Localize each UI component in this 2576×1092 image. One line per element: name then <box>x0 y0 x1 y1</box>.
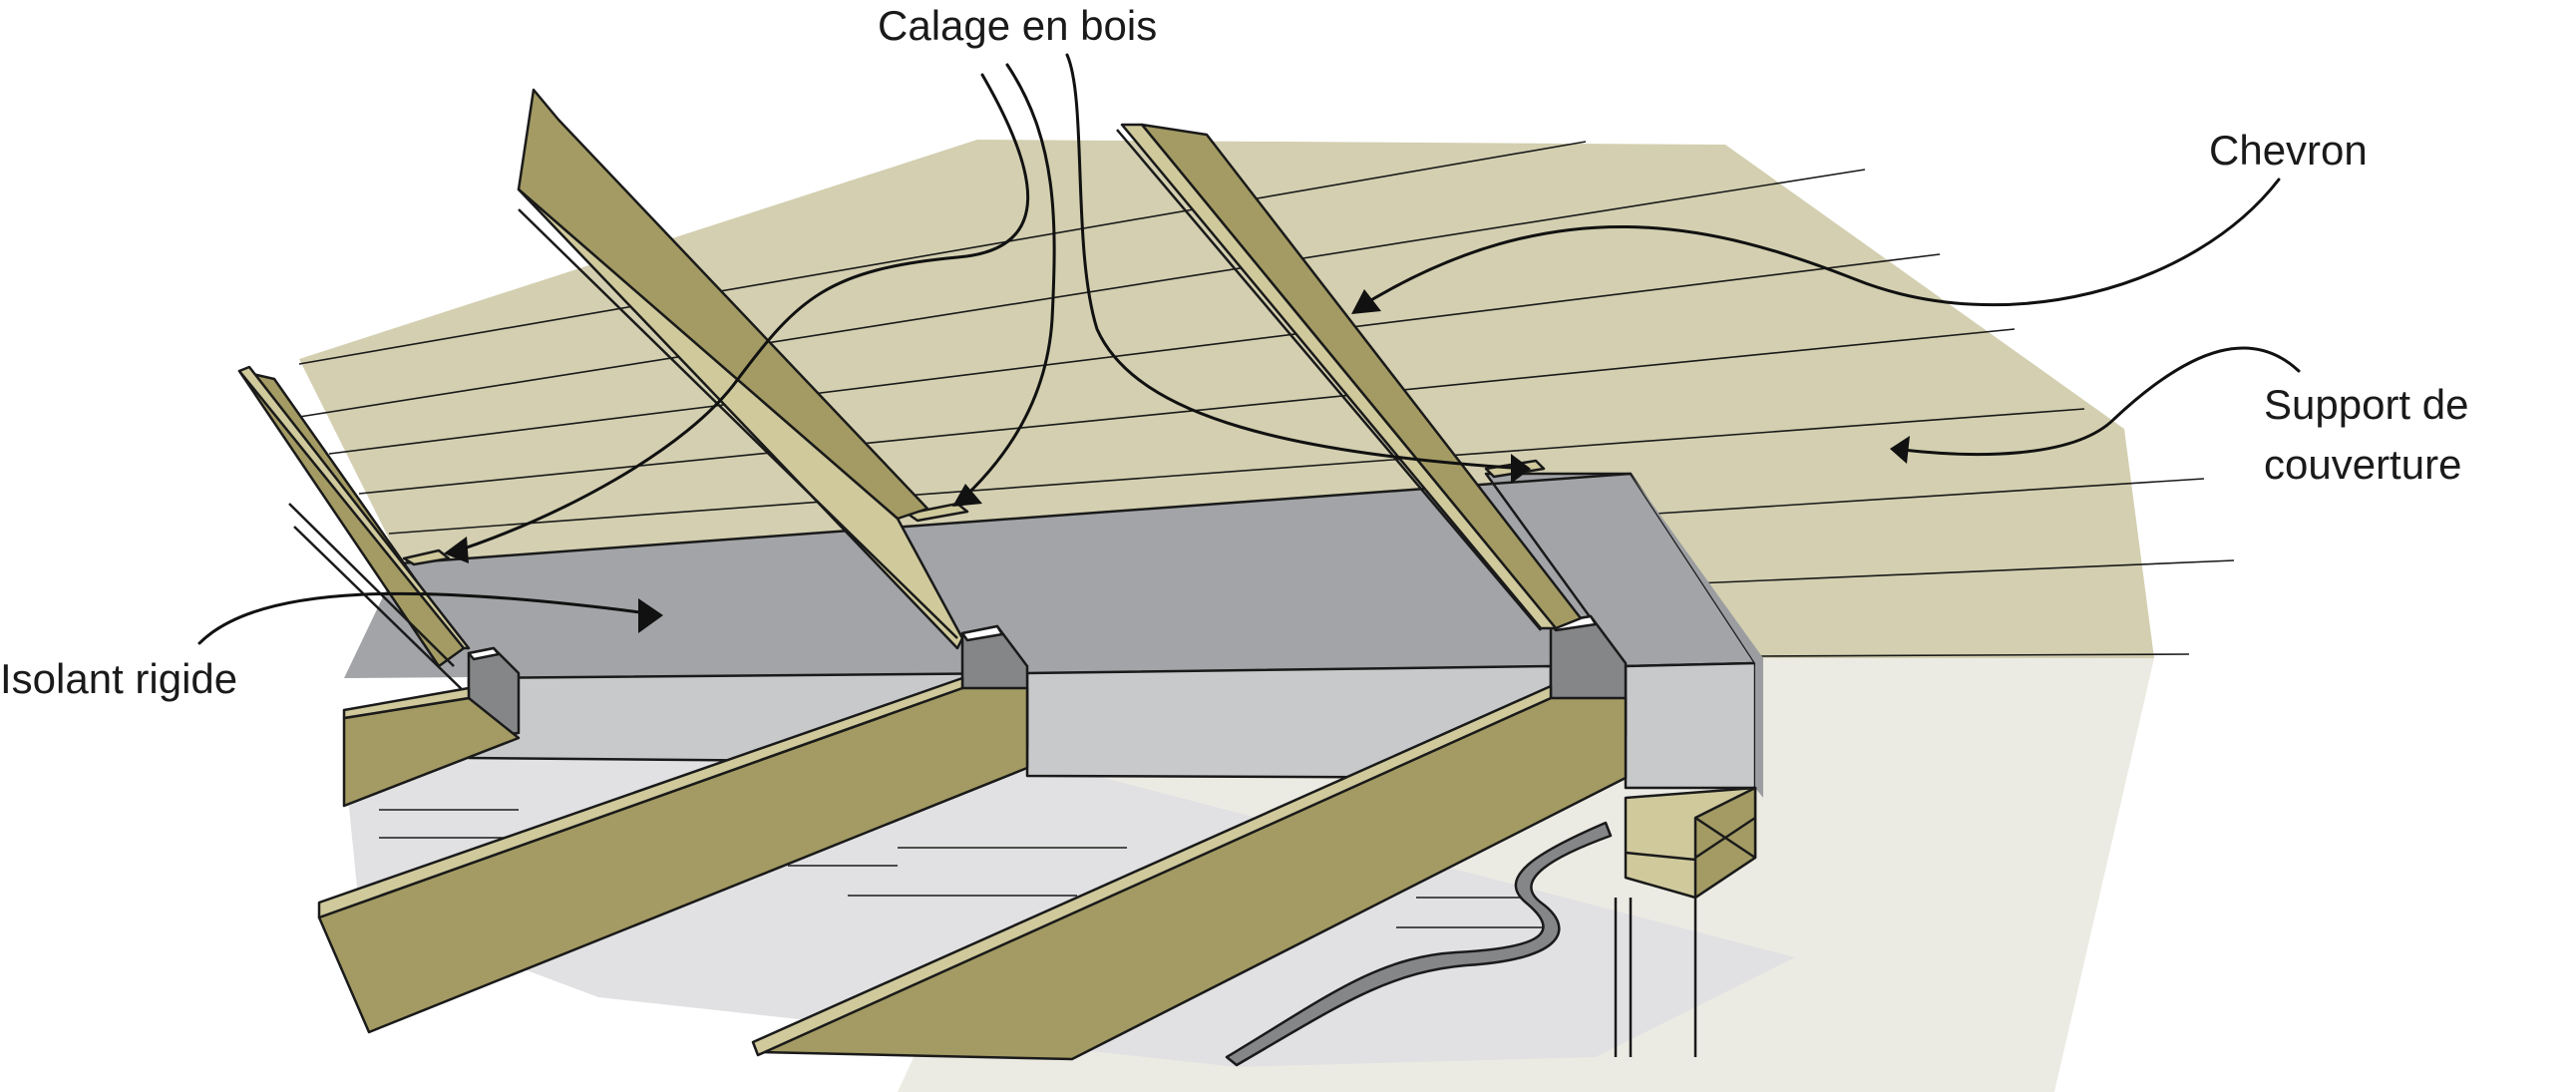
leader-lines <box>197 53 2301 645</box>
front-beams <box>317 676 1628 1061</box>
rafter-2 <box>517 88 929 521</box>
label-calage-en-bois: Calage en bois <box>878 2 1157 49</box>
wall-plate <box>1614 786 1757 1057</box>
label-isolant-rigide: Isolant rigide <box>0 655 237 702</box>
membrane-ribbon <box>1225 821 1613 1067</box>
floor-lines <box>379 809 1546 928</box>
insulation-top <box>344 474 1755 678</box>
roof-sheathing <box>299 140 2154 658</box>
rafters <box>237 88 1583 697</box>
insulation-face-end <box>1624 661 1757 790</box>
label-chevron: Chevron <box>2209 127 2368 174</box>
label-support-de-couverture-line1: Support de <box>2264 381 2469 428</box>
label-support-de-couverture-line2: couverture <box>2264 441 2461 488</box>
